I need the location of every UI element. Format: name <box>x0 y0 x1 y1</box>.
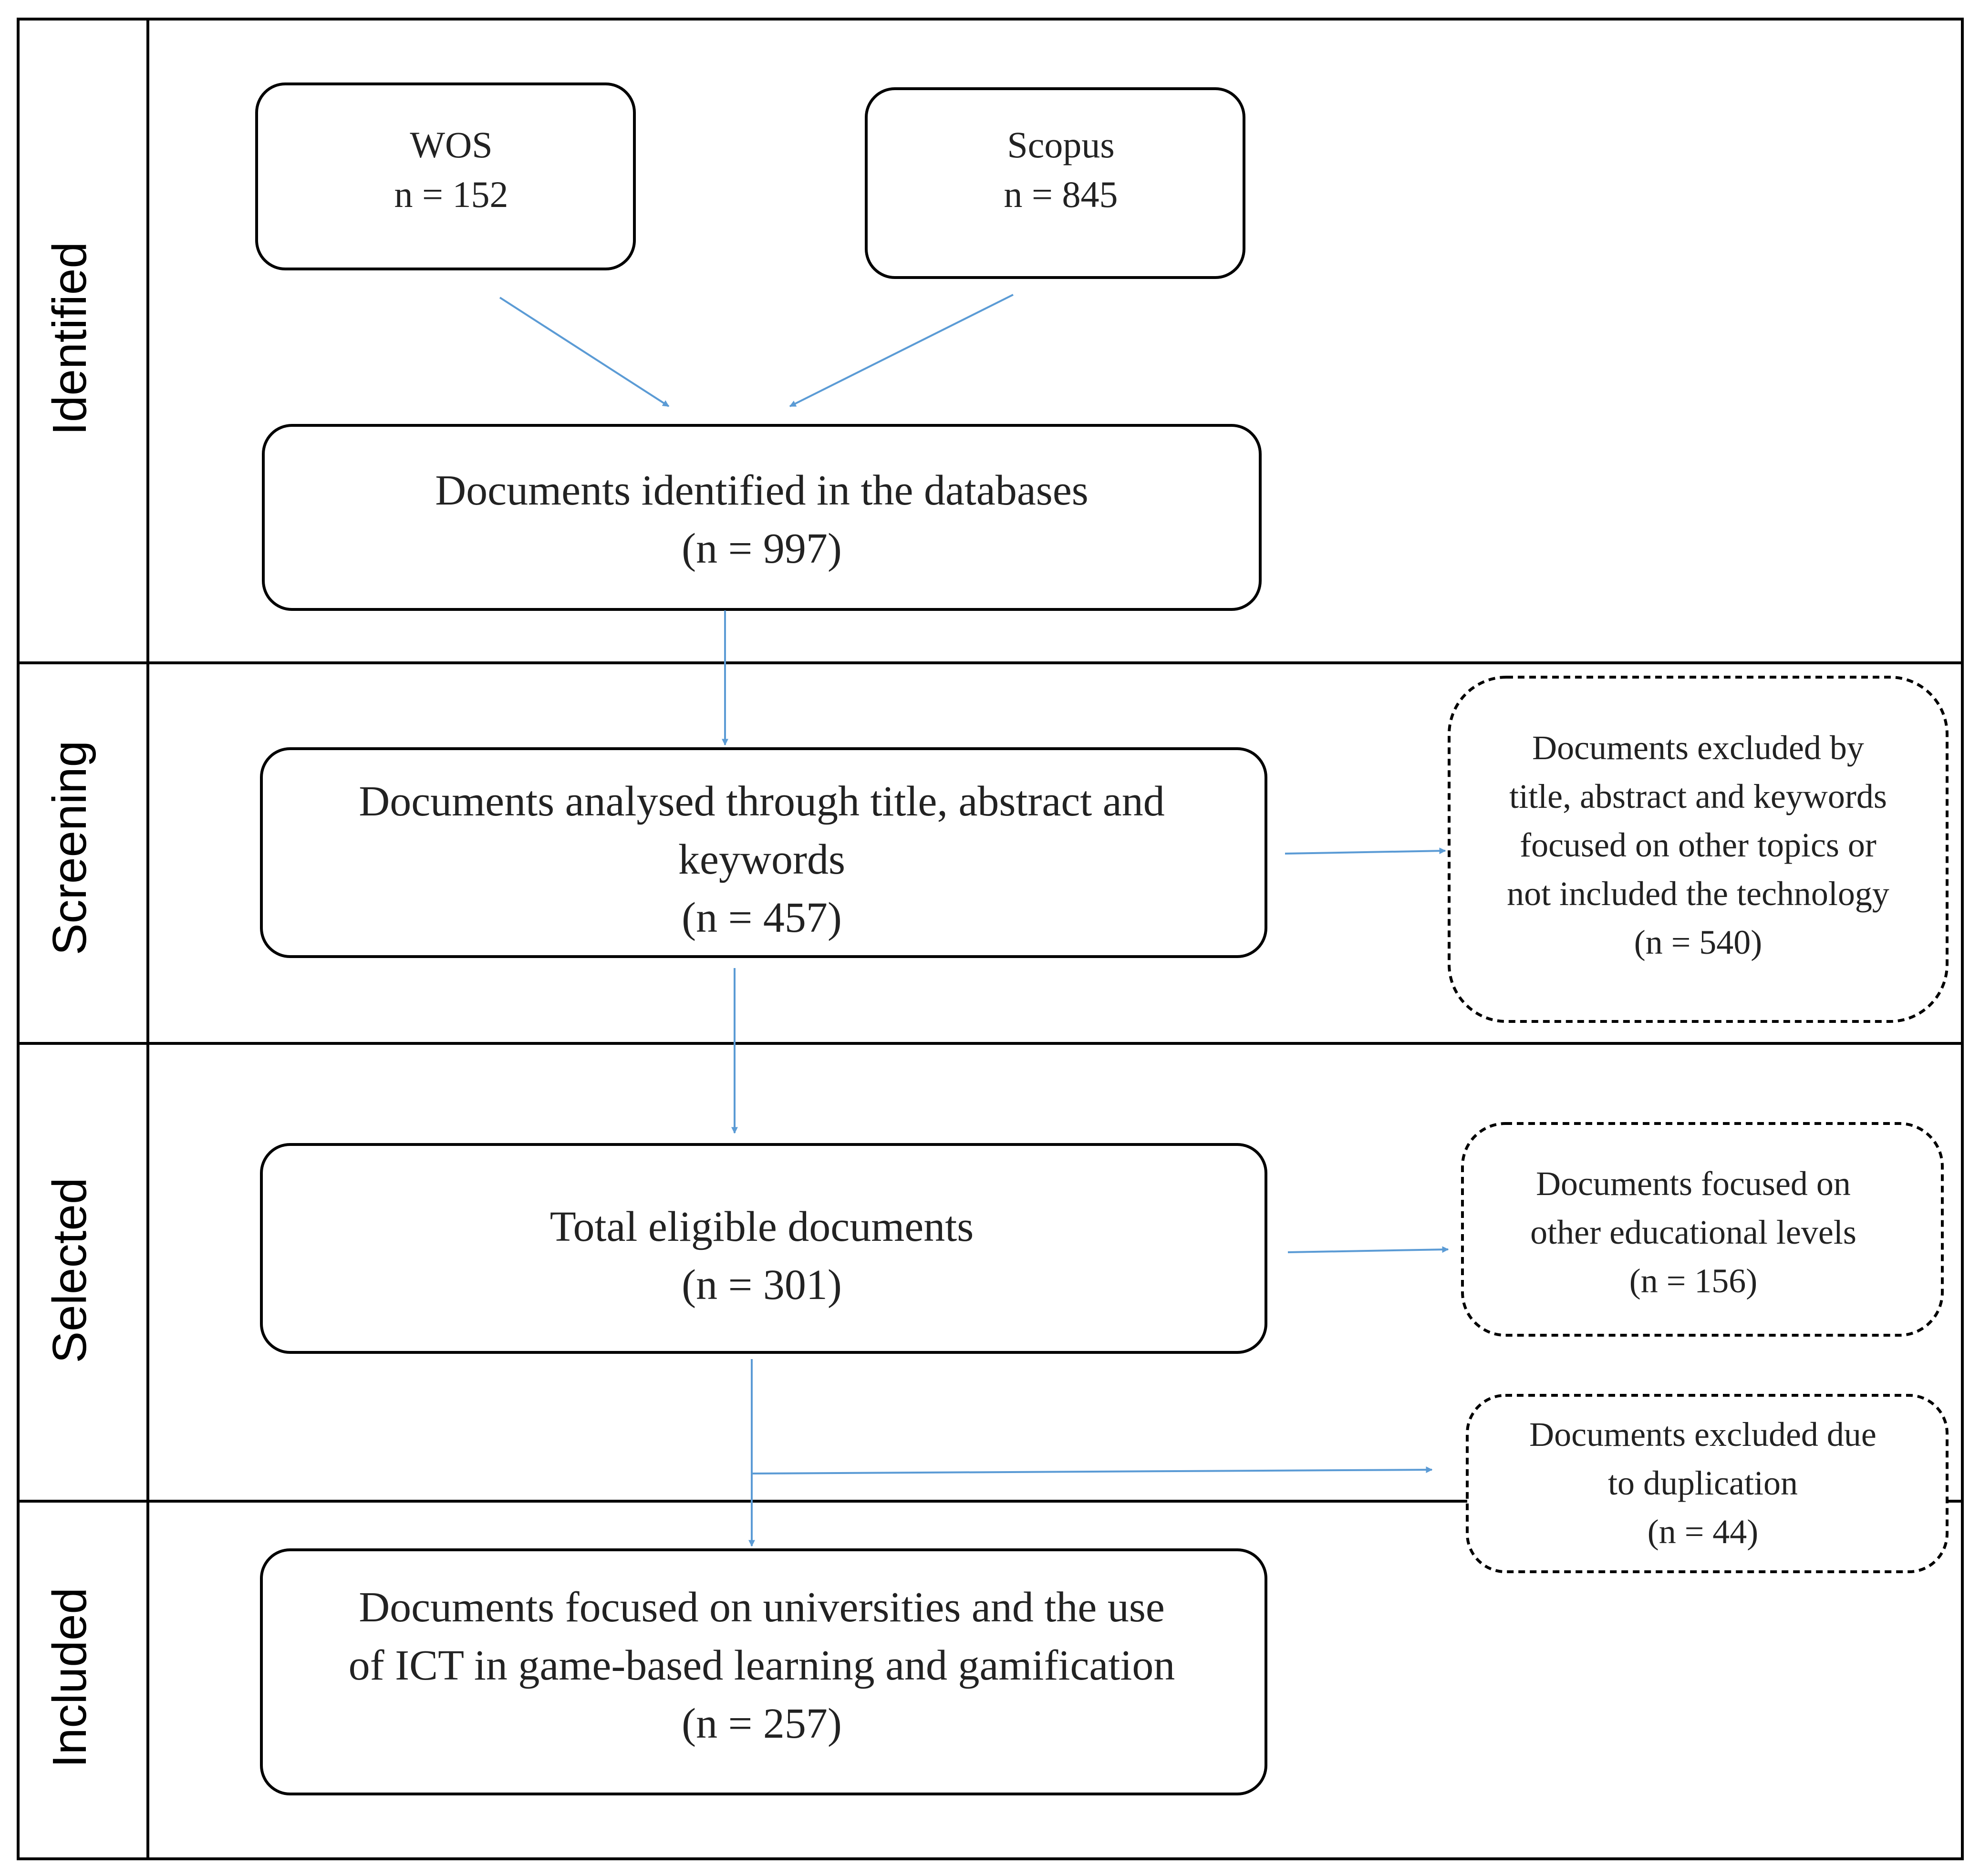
wos-count: n = 152 <box>394 174 508 215</box>
included-label-line2: of ICT in game-based learning and gamifi… <box>349 1642 1175 1689</box>
duplication-box: Documents excluded due to duplication (n… <box>1466 1394 1949 1573</box>
other-levels-line2: other educational levels <box>1530 1213 1856 1251</box>
other-levels-count: (n = 156) <box>1629 1262 1758 1300</box>
excluded-title-box: Documents excluded by title, abstract an… <box>1448 676 1949 1023</box>
excluded-title-line2: title, abstract and keywords <box>1509 777 1887 815</box>
identified-box: Documents identified in the databases (n… <box>262 424 1262 611</box>
duplication-line1: Documents excluded due <box>1529 1415 1876 1453</box>
duplication-line2: to duplication <box>1608 1464 1798 1502</box>
arrow-scopus-to-identified <box>789 294 1014 407</box>
wos-box: WOS n = 152 <box>255 82 636 270</box>
analysed-count: (n = 457) <box>682 894 842 941</box>
other-levels-box: Documents focused on other educational l… <box>1461 1122 1944 1337</box>
scopus-count: n = 845 <box>1004 174 1118 215</box>
phase-label-screening: Screening <box>43 741 96 955</box>
arrow-eligible-to-other-levels <box>1287 1246 1449 1253</box>
analysed-box: Documents analysed through title, abstra… <box>260 747 1267 958</box>
phase-label-identified: Identified <box>43 242 96 435</box>
eligible-label: Total eligible documents <box>550 1203 974 1250</box>
analysed-label-line2: keywords <box>678 836 845 883</box>
included-label-line1: Documents focused on universities and th… <box>359 1584 1165 1631</box>
eligible-box: Total eligible documents (n = 301) <box>260 1143 1267 1354</box>
wos-label: WOS <box>410 124 492 165</box>
arrow-wos-to-identified <box>499 297 670 407</box>
excluded-title-line1: Documents excluded by <box>1532 729 1864 767</box>
included-count: (n = 257) <box>682 1700 842 1747</box>
other-levels-line1: Documents focused on <box>1536 1165 1851 1203</box>
excluded-title-count: (n = 540) <box>1634 923 1762 961</box>
scopus-label: Scopus <box>1007 124 1114 165</box>
outer-frame <box>17 18 1964 1860</box>
phase-label-selected: Selected <box>43 1177 96 1363</box>
identified-count: (n = 997) <box>682 525 842 572</box>
duplication-count: (n = 44) <box>1648 1513 1759 1551</box>
phase-label-included: Included <box>43 1587 96 1768</box>
analysed-label-line1: Documents analysed through title, abstra… <box>359 778 1165 825</box>
eligible-count: (n = 301) <box>682 1261 842 1309</box>
included-box: Documents focused on universities and th… <box>260 1548 1267 1795</box>
excluded-title-line3: focused on other topics or <box>1520 826 1876 864</box>
arrow-to-duplication <box>751 1466 1433 1474</box>
arrow-analysed-to-excluded <box>1285 847 1446 855</box>
excluded-title-line4: not included the technology <box>1507 875 1889 913</box>
identified-label: Documents identified in the databases <box>435 467 1088 514</box>
scopus-box: Scopus n = 845 <box>865 87 1245 279</box>
